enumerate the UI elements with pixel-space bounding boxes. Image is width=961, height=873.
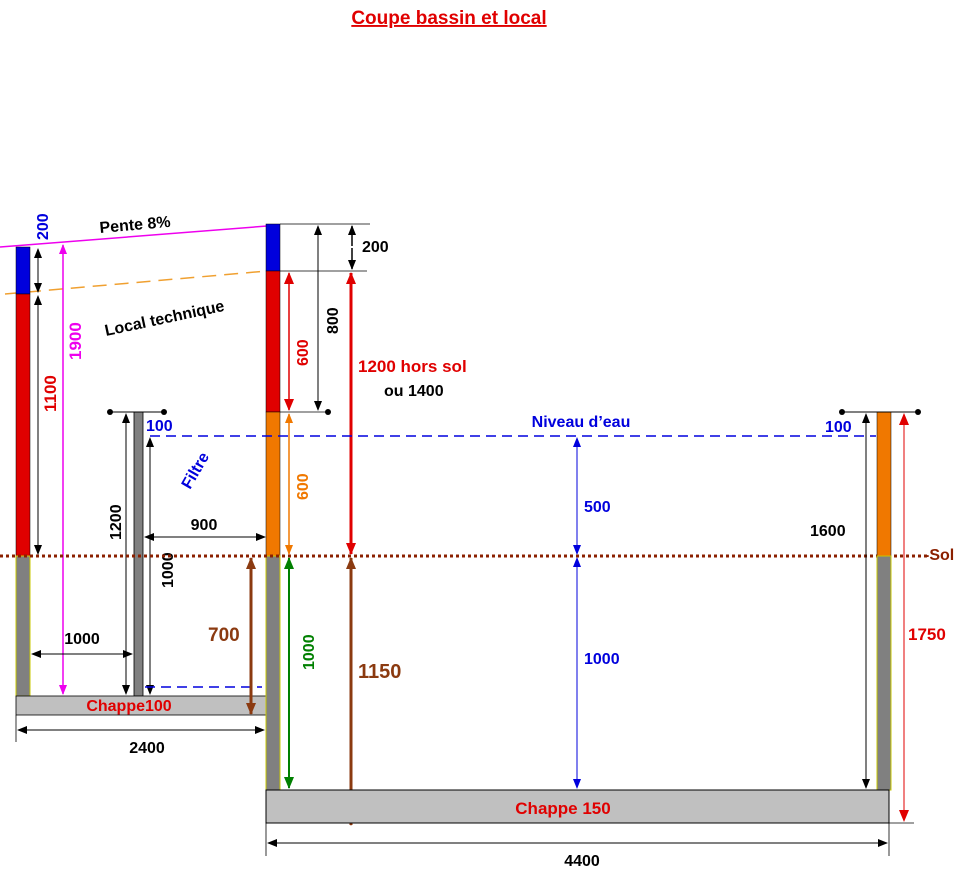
- filtre-label: Filtre: [179, 450, 213, 492]
- chappe-bassin-label: Chappe 150: [515, 799, 610, 818]
- dim-1000-green-label: 1000: [301, 634, 318, 670]
- right-wall-orange: [876, 411, 892, 557]
- dim-700-label: 700: [208, 625, 240, 646]
- dim-1000-bottom-label: 1000: [64, 631, 100, 648]
- center-wall-blue: [265, 223, 281, 272]
- chappe-local-label: Chappe100: [86, 698, 171, 715]
- left-wall-gray: [15, 555, 31, 697]
- sol-label: -Sol: [924, 547, 954, 564]
- niveau-eau-label: Niveau d’eau: [532, 414, 631, 431]
- pente-label: Pente 8%: [99, 214, 171, 237]
- dim-1100-label: 1100: [41, 375, 60, 412]
- dim-1900-label: 1900: [66, 322, 85, 360]
- dim-2400-label: 2400: [129, 740, 165, 757]
- dim-800-label: 800: [325, 307, 342, 334]
- dim-1600-label: 1600: [810, 523, 846, 540]
- dim-1000-blue-label: 1000: [584, 651, 620, 668]
- dim-4400-label: 4400: [564, 853, 600, 870]
- dim-600-red-label: 600: [295, 339, 312, 366]
- center-wall-red: [265, 270, 281, 413]
- filter-top-dot-left: [107, 409, 113, 415]
- filter-top-dot-right: [161, 409, 167, 415]
- dim-1150-label: 1150: [358, 661, 401, 683]
- diagram-title: Coupe bassin et local: [351, 8, 546, 29]
- right-wall-gray: [876, 555, 892, 791]
- dim-600-orange-label: 600: [295, 473, 312, 500]
- dim-1750-label: 1750: [908, 625, 946, 644]
- dim-100-left-label: 100: [146, 418, 173, 435]
- dim-200-right-label: 200: [362, 239, 389, 256]
- ceiling-dashed-line: [4, 270, 268, 295]
- left-wall-red: [15, 293, 31, 557]
- center-mid-dot: [325, 409, 331, 415]
- roof-line: [0, 224, 281, 248]
- dim-100-right-label: 100: [825, 419, 852, 436]
- hors-sol-label: 1200 hors sol: [358, 357, 467, 376]
- dim-900-label: 900: [191, 517, 218, 534]
- dim-500-label: 500: [584, 499, 611, 516]
- dim-1000-filtre-label: 1000: [160, 552, 177, 588]
- center-wall-gray: [265, 555, 281, 791]
- local-technique-label: Local technique: [103, 298, 226, 340]
- dim-1200-label: 1200: [108, 504, 125, 540]
- dim-200-left-label: 200: [35, 213, 52, 240]
- ou-1400-label: ou 1400: [384, 383, 444, 400]
- left-wall-blue: [15, 246, 31, 295]
- right-top-dot-right: [915, 409, 921, 415]
- chappe-bassin-slab: [265, 789, 890, 824]
- right-top-dot-left: [839, 409, 845, 415]
- filter-wall: [133, 411, 144, 697]
- center-wall-orange: [265, 411, 281, 557]
